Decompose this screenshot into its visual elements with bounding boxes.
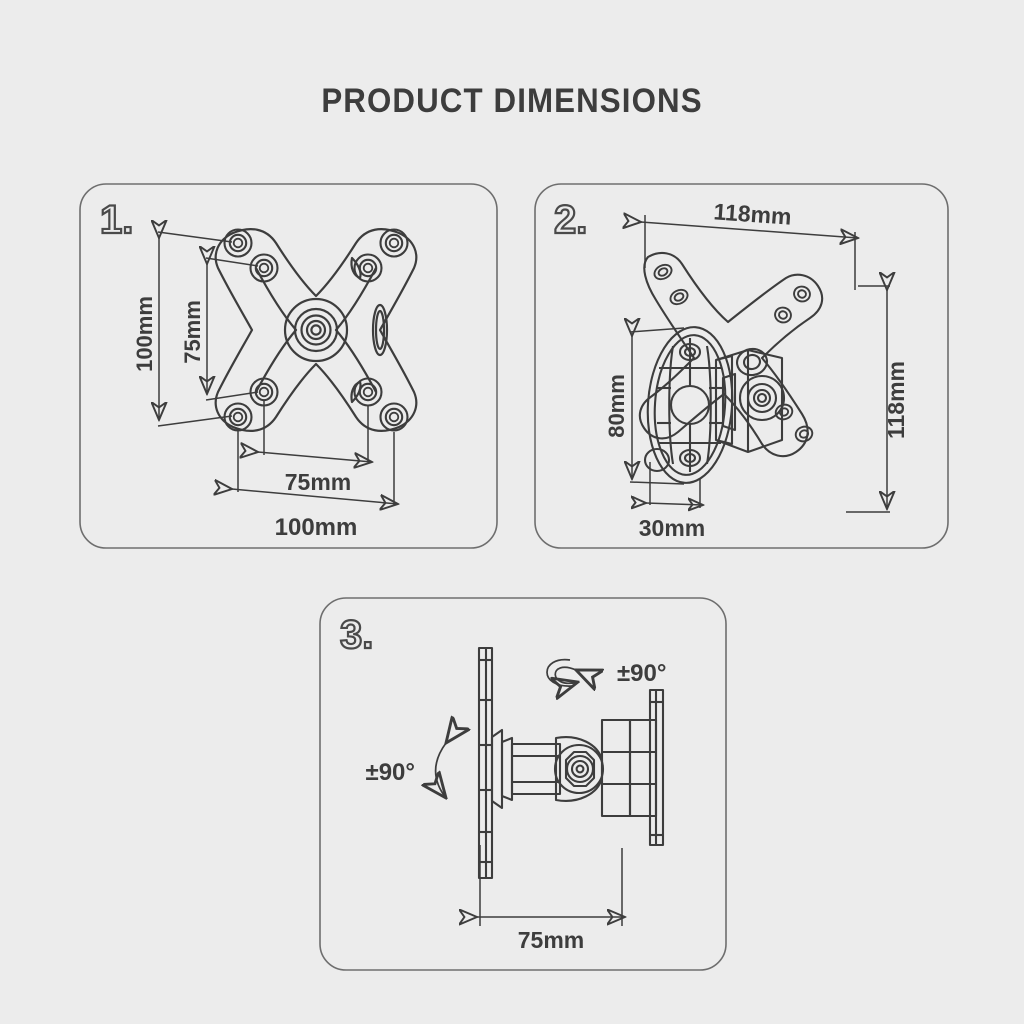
swivel-arm (490, 728, 605, 810)
p1-label-100mm-vertical: 100mm (132, 296, 157, 372)
swivel-tilt-illustration (477, 646, 665, 880)
vesa-plate-illustration (214, 228, 418, 432)
panel-1-frame (79, 183, 498, 549)
wall-plate-edge (648, 688, 665, 847)
page-title: PRODUCT DIMENSIONS (321, 82, 703, 120)
panel-1-number: 1. (100, 198, 133, 242)
p2-dim-80mm-vertical (630, 328, 685, 485)
p1-label-75mm-vertical: 75mm (180, 300, 205, 364)
p2-label-118mm-horizontal: 118mm (713, 198, 793, 229)
p1-dim-75mm-vertical (206, 258, 259, 401)
panel-1: 1. (79, 183, 498, 549)
p3-label-75mm: 75mm (518, 927, 584, 953)
panel-2-frame (534, 183, 949, 549)
panel-3: 3. (319, 597, 727, 971)
p1-label-100mm-horizontal: 100mm (275, 514, 358, 541)
panel-3-frame (319, 597, 727, 971)
p3-label-rotate: ±90° (617, 660, 666, 687)
p3-dim-75mm-horizontal (477, 845, 625, 926)
mount-assembly-illustration (638, 251, 824, 484)
p1-label-75mm-horizontal: 75mm (285, 469, 351, 495)
p2-dim-30mm-horizontal (646, 462, 703, 508)
p2-dim-118mm-vertical (846, 286, 890, 513)
p2-dim-118mm-horizontal (641, 215, 858, 290)
rotation-arrow-icon (546, 658, 578, 686)
panel-2-number: 2. (554, 198, 587, 242)
tilt-arrow-icon (436, 743, 447, 798)
p3-label-tilt: ±90° (366, 759, 415, 786)
p2-label-30mm-horizontal: 30mm (639, 515, 705, 541)
p1-dim-100mm-horizontal (232, 428, 398, 506)
panel-2: 2. (534, 183, 949, 549)
panel-3-number: 3. (340, 613, 373, 657)
p1-dim-75mm-horizontal (258, 400, 372, 462)
p2-label-118mm-vertical: 118mm (883, 361, 909, 439)
pivot-block (714, 347, 786, 454)
p2-label-80mm-vertical: 80mm (604, 374, 629, 438)
p1-dim-100mm-vertical (158, 232, 233, 427)
wall-bracket-blocks (600, 718, 658, 818)
wall-plate-oval (643, 326, 734, 484)
display-plate-edge (477, 646, 494, 880)
